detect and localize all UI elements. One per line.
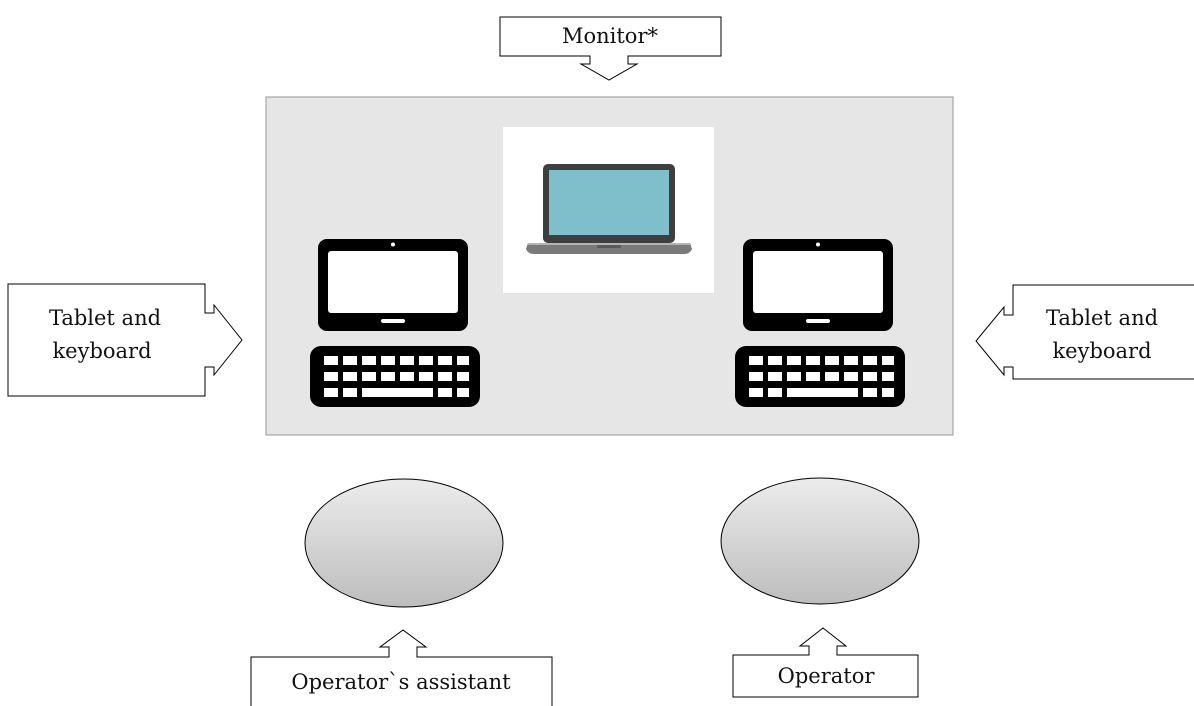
operator-ellipse <box>720 477 920 605</box>
operator-label: Operator <box>778 664 876 688</box>
operator-assistant-callout: Operator`s assistant <box>250 629 553 706</box>
monitor-callout: Monitor* <box>499 16 722 81</box>
tablet-keyboard-callout-left: Tablet and keyboard <box>7 283 243 397</box>
tablet-left-label-line2: keyboard <box>52 339 151 363</box>
operator-assistant-ellipse <box>304 478 504 608</box>
operator-assistant-label: Operator`s assistant <box>291 670 511 694</box>
monitor-label: Monitor* <box>562 24 659 48</box>
tablet-keyboard-callout-right: Tablet and keyboard <box>975 284 1194 380</box>
tablet-icon-left <box>318 239 468 331</box>
tablet-icon-right <box>743 239 893 331</box>
laptop-monitor <box>503 127 714 293</box>
tablet-right-label-line2: keyboard <box>1052 339 1151 363</box>
tablet-left-label-line1: Tablet and <box>49 306 161 330</box>
tablet-right-label-line1: Tablet and <box>1046 306 1158 330</box>
laptop-icon <box>526 164 692 254</box>
keyboard-icon-left <box>310 346 480 407</box>
operator-callout: Operator <box>732 627 919 698</box>
keyboard-icon-right <box>735 346 905 407</box>
